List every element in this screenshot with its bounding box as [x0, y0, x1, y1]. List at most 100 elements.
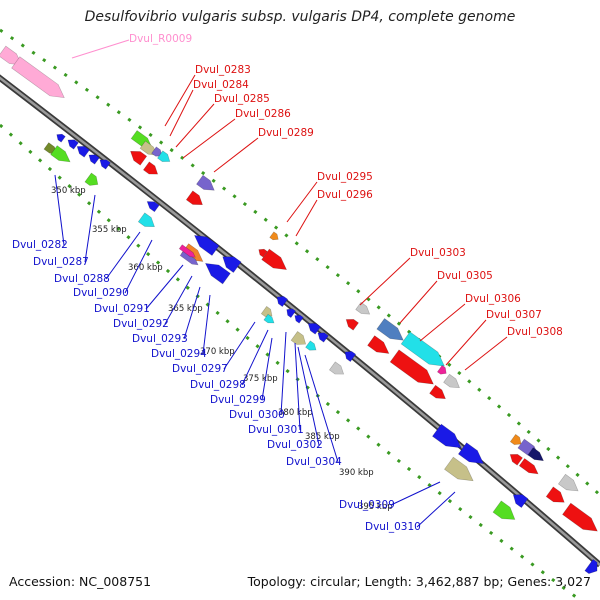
- forward-label-leader: [213, 137, 259, 173]
- gene-0307b: [436, 364, 447, 375]
- scale-tick-label: 395 kbp: [358, 502, 393, 512]
- reverse-label-leader: [84, 194, 96, 263]
- gene-labels: Dvul_0283Dvul_0284Dvul_0285Dvul_0286Dvul…: [12, 33, 563, 533]
- forward-gene-label: Dvul_0289: [258, 127, 314, 139]
- gene-0298: [263, 313, 275, 324]
- reverse-label-leader: [202, 294, 211, 355]
- reverse-gene-label: Dvul_0302: [267, 439, 323, 451]
- forward-label-leader: [464, 336, 508, 371]
- gene-0300: [307, 323, 321, 335]
- reverse-gene-label: Dvul_0294: [151, 348, 207, 360]
- reverse-label-leader: [297, 346, 320, 446]
- forward-label-leader: [399, 280, 438, 324]
- gene-0307: [389, 349, 434, 385]
- gene-0299: [286, 308, 297, 319]
- gene-0302: [305, 340, 317, 351]
- reverse-gene-label: Dvul_0297: [172, 363, 228, 375]
- gene-0294a: [222, 256, 242, 273]
- reverse-label-leader: [105, 231, 141, 280]
- reverse-label-leader: [416, 491, 456, 528]
- reverse-gene-label: Dvul_0304: [286, 456, 342, 468]
- gene-0285: [151, 146, 163, 157]
- gene-0282e: [76, 146, 90, 158]
- scale-tick-label: 375 kbp: [243, 374, 278, 384]
- gene-0296: [261, 248, 288, 271]
- gene-0311g: [492, 500, 516, 520]
- reverse-gene-label: Dvul_0298: [190, 379, 246, 391]
- gene-0309b: [457, 442, 485, 465]
- reverse-label-leader: [294, 342, 301, 431]
- gene-0292: [179, 250, 199, 266]
- gene-0311d: [509, 454, 523, 466]
- reverse-gene-label: Dvul_0301: [248, 424, 304, 436]
- gene-0299b: [294, 314, 304, 324]
- forward-gene-label: Dvul_0303: [410, 247, 466, 259]
- gene-0311e: [518, 458, 539, 475]
- forward-label-leader: [175, 103, 215, 148]
- reverse-gene-label: Dvul_0299: [210, 394, 266, 406]
- gene-0286: [157, 150, 171, 162]
- reverse-label-leader: [54, 174, 65, 246]
- rna-gene-b: [11, 56, 65, 98]
- gene-0302b: [317, 332, 329, 343]
- scale-tick-label: 385 kbp: [305, 432, 340, 442]
- forward-label-leader: [164, 74, 196, 127]
- forward-label-leader: [295, 199, 318, 237]
- reverse-gene-label: Dvul_0287: [33, 256, 89, 268]
- forward-label-leader: [445, 319, 487, 366]
- reverse-label-leader: [304, 354, 339, 463]
- rna-gene-label: Dvul_R0009: [129, 33, 192, 45]
- gene-0295: [269, 231, 279, 241]
- forward-gene-label: Dvul_0284: [193, 79, 249, 91]
- gene-0282d: [67, 139, 79, 150]
- gene-0301: [290, 331, 307, 345]
- gene-0309a: [432, 423, 462, 449]
- gene-0311c: [527, 447, 544, 462]
- forward-gene-label: Dvul_0283: [195, 64, 251, 76]
- gene-0305a: [376, 318, 404, 341]
- gene-0311f: [512, 494, 529, 508]
- gene-0306: [400, 331, 445, 367]
- reverse-gene-label: Dvul_0288: [54, 273, 110, 285]
- reverse-label-leader: [241, 329, 269, 386]
- reverse-gene-label: Dvul_0310: [365, 521, 421, 533]
- scale-tick-label: 370 kbp: [200, 347, 235, 357]
- forward-gene-label: Dvul_0295: [317, 171, 373, 183]
- gene-0289b: [196, 174, 215, 191]
- track-lines: [0, 28, 600, 600]
- gene-0282f: [88, 154, 100, 165]
- reverse-gene-label: Dvul_0290: [73, 287, 129, 299]
- reverse-label-leader: [183, 286, 201, 340]
- scale-tick-label: 390 kbp: [339, 468, 374, 478]
- label-leaders: [54, 39, 508, 528]
- gene-0282g: [99, 159, 111, 170]
- reverse-label-leader: [280, 331, 287, 416]
- forward-gene-label: Dvul_0286: [235, 108, 291, 120]
- accession-text: Accession: NC_008751: [9, 574, 152, 589]
- reverse-label-leader: [223, 321, 256, 370]
- gene-0282b: [50, 145, 71, 163]
- gene-0289a: [142, 161, 159, 175]
- gene-0310: [444, 456, 474, 482]
- forward-label-leader: [169, 89, 194, 137]
- gene-0289c: [185, 190, 203, 206]
- scale-tick-label: 365 kbp: [168, 304, 203, 314]
- reverse-gene-label: Dvul_0300: [229, 409, 285, 421]
- scale-tick-label: 380 kbp: [278, 408, 313, 418]
- map-title: Desulfovibrio vulgaris subsp. vulgaris D…: [84, 9, 516, 25]
- forward-gene-label: Dvul_0307: [486, 309, 542, 321]
- gene-0303a: [355, 301, 371, 315]
- forward-gene-label: Dvul_0308: [507, 326, 563, 338]
- gene-0313: [584, 558, 598, 574]
- forward-gene-label: Dvul_0285: [214, 93, 270, 105]
- scale-tick-label: 350 kbp: [51, 186, 86, 196]
- rna-label-leader: [71, 39, 130, 59]
- gene-0308: [443, 373, 460, 389]
- forward-label-leader: [182, 118, 236, 159]
- reverse-label-leader: [390, 481, 441, 506]
- gene-0312a: [557, 473, 579, 492]
- reverse-outer-track: [0, 123, 581, 600]
- gene-0287: [84, 172, 99, 186]
